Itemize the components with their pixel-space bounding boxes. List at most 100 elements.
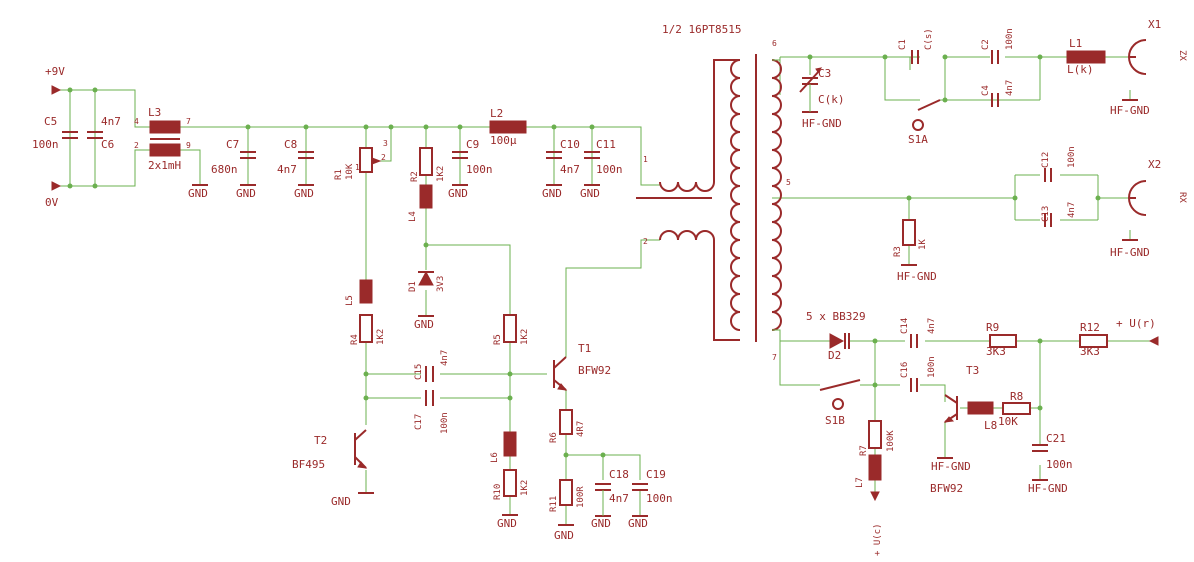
ur-label: + U(r) (1116, 317, 1156, 330)
x1-zx-label: ZX (1177, 50, 1187, 61)
t1-value: BFW92 (578, 364, 611, 377)
capacitor-c13 (1044, 213, 1052, 227)
c16-name: C16 (900, 362, 910, 378)
r1-pin1: 1 (355, 163, 360, 172)
r3-value: 1K (918, 239, 928, 250)
r1-value: 10K (345, 163, 355, 180)
r6-name: R6 (549, 432, 559, 443)
tuning-section: 5 x BB329 D2 C14 4n7 R9 3K3 R12 3K3 + U(… (806, 310, 1159, 556)
capacitor-c11 (584, 151, 600, 186)
c13-name: C13 (1041, 206, 1051, 222)
tr-pin5: 5 (786, 178, 791, 187)
d1-name: D1 (408, 281, 418, 292)
transistor-t2 (354, 429, 368, 469)
supply-section: +9V 0V C5 100n 4n7 C6 L3 2x1mH 4 7 2 9 G… (32, 65, 314, 209)
resistor-r9 (989, 334, 1017, 348)
transistor-t1 (553, 356, 568, 391)
tr-pin2: 2 (643, 237, 648, 246)
choke-l3 (149, 120, 181, 157)
r12-value: 3K3 (1080, 345, 1100, 358)
gnd-c11-label: GND (580, 187, 600, 200)
c4-value: 4n7 (1005, 80, 1015, 96)
capacitor-c16 (910, 378, 918, 392)
tr-pin7: 7 (772, 353, 777, 362)
c14-value: 4n7 (927, 318, 937, 334)
gnd-c18-label: GND (591, 517, 611, 530)
s1b-label: S1B (825, 414, 845, 427)
l4-name: L4 (408, 211, 418, 222)
r8-name: R8 (1010, 390, 1023, 403)
c19-value: 100n (646, 492, 673, 505)
choke-l2 (489, 120, 527, 134)
c14-name: C14 (900, 318, 910, 334)
resistor-r10 (503, 469, 517, 497)
x2-name: X2 (1148, 158, 1161, 171)
c3-value: C(k) (818, 93, 845, 106)
d2-name: D2 (828, 349, 841, 362)
c19-name: C19 (646, 468, 666, 481)
l3-value: 2x1mH (148, 159, 181, 172)
capacitor-c15 (425, 366, 434, 382)
c21-name: C21 (1046, 432, 1066, 445)
capacitor-c21 (1032, 444, 1048, 481)
secondary-winding-left (730, 59, 741, 331)
c9-name: C9 (466, 138, 479, 151)
c3-name: C3 (818, 67, 831, 80)
bias-section: R1 10K 3 2 1 R2 1K2 L4 D1 3V3 GND C9 100… (334, 107, 623, 331)
uc-label: + U(c) (873, 523, 883, 556)
c1-name: C1 (898, 39, 908, 50)
l3-pin7: 7 (186, 117, 191, 126)
x2-rx-label: RX (1177, 192, 1187, 203)
c21-value: 100n (1046, 458, 1073, 471)
r1-name: R1 (334, 169, 344, 180)
c13-value: 4n7 (1067, 202, 1077, 218)
capacitor-c1 (911, 50, 919, 64)
varicap-d2 (829, 333, 850, 349)
capacitor-c2 (991, 50, 999, 64)
r12-name: R12 (1080, 321, 1100, 334)
c2-value: 100n (1005, 28, 1015, 50)
capacitor-c12 (1044, 168, 1052, 182)
primary-winding-2 (659, 230, 715, 241)
gnd-c19-label: GND (628, 517, 648, 530)
uc-arrow (870, 491, 880, 502)
c18-name: C18 (609, 468, 629, 481)
capacitor-c6 (87, 131, 103, 139)
capacitor-c14 (910, 334, 918, 348)
c12-name: C12 (1041, 152, 1051, 168)
capacitor-c17 (425, 390, 434, 406)
hfgnd-t3-label: HF-GND (931, 460, 971, 473)
resistor-r7 (868, 420, 882, 449)
connector-x2 (1128, 180, 1147, 216)
r10-name: R10 (493, 484, 503, 500)
c11-value: 100n (596, 163, 623, 176)
hfgnd-c3-label: HF-GND (802, 117, 842, 130)
switch-s1b (819, 379, 861, 410)
supply-0v-arrow (51, 181, 62, 191)
l6-name: L6 (490, 452, 500, 463)
capacitor-c5 (62, 131, 78, 139)
l3-name: L3 (148, 106, 161, 119)
c17-value: 100n (440, 412, 450, 434)
c15-value: 4n7 (440, 350, 450, 366)
c16-value: 100n (927, 356, 937, 378)
r2-name: R2 (410, 171, 420, 182)
junctions (67, 54, 1101, 458)
gnd-c7-label: GND (236, 187, 256, 200)
c17-name: C17 (414, 414, 424, 430)
c5-name: C5 (44, 115, 57, 128)
r5-value: 1K2 (520, 329, 530, 345)
resistor-r8 (1002, 402, 1031, 415)
c7-value: 680n (211, 163, 238, 176)
capacitor-c9 (452, 151, 468, 186)
tr-pin6: 6 (772, 39, 777, 48)
resistor-r3 (902, 219, 916, 246)
l3-pin4: 4 (134, 117, 139, 126)
output-section: C3 C(k) HF-GND C1 C(s) C2 100n C4 4n7 S1… (799, 18, 1187, 283)
zener-d1 (418, 270, 434, 286)
capacitor-c19 (632, 483, 648, 517)
t3-value: BFW92 (930, 482, 963, 495)
switch-s1a (912, 99, 941, 131)
x1-name: X1 (1148, 18, 1161, 31)
c18-value: 4n7 (609, 492, 629, 505)
